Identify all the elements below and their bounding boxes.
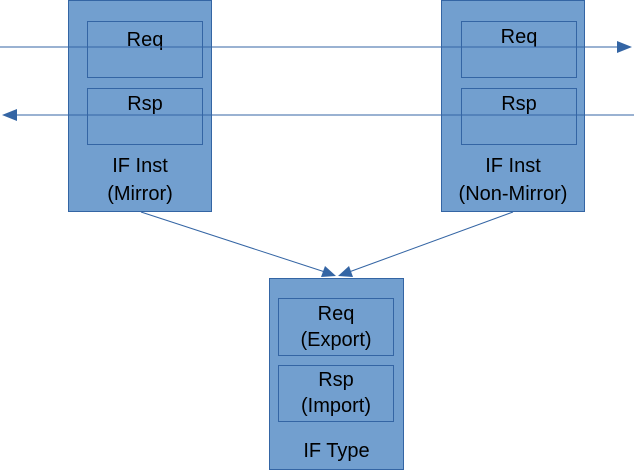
request-arrowhead-right (617, 41, 632, 53)
mirror-req-box: Req (87, 21, 203, 78)
mirror-rsp-box: Rsp (87, 88, 203, 145)
non-mirror-to-type-arrowhead (338, 266, 353, 277)
mirror-to-type-line (140, 211, 326, 273)
mirror-title-line2: (Mirror) (107, 183, 173, 205)
mirror-title-line1: IF Inst (112, 155, 168, 177)
if-inst-non-mirror-block: Req Rsp IF Inst (Non-Mirror) (441, 0, 585, 212)
if-type-req-box: Req (Export) (278, 298, 394, 356)
non-mirror-req-box: Req (461, 21, 577, 78)
if-type-rsp-box: Rsp (Import) (278, 365, 394, 422)
non-mirror-title-line1: IF Inst (485, 155, 541, 177)
non-mirror-rsp-label: Rsp (501, 93, 537, 115)
if-type-title: IF Type (303, 440, 370, 462)
response-arrowhead-left (2, 109, 17, 121)
non-mirror-to-type-line (348, 211, 514, 273)
if-type-req-line1: Req (317, 303, 355, 325)
if-inst-mirror-block: Req Rsp IF Inst (Mirror) (68, 0, 212, 212)
non-mirror-title-line2: (Non-Mirror) (458, 183, 568, 205)
non-mirror-rsp-box: Rsp (461, 88, 577, 145)
mirror-rsp-label: Rsp (127, 93, 163, 115)
mirror-req-label: Req (126, 29, 164, 51)
mirror-to-type-arrowhead (321, 266, 336, 277)
if-type-req-line2: (Export) (300, 329, 372, 351)
if-type-rsp-line1: Rsp (318, 369, 354, 391)
if-type-block: Req (Export) Rsp (Import) IF Type (269, 278, 404, 470)
non-mirror-req-label: Req (500, 26, 538, 48)
if-type-rsp-line2: (Import) (301, 395, 371, 417)
